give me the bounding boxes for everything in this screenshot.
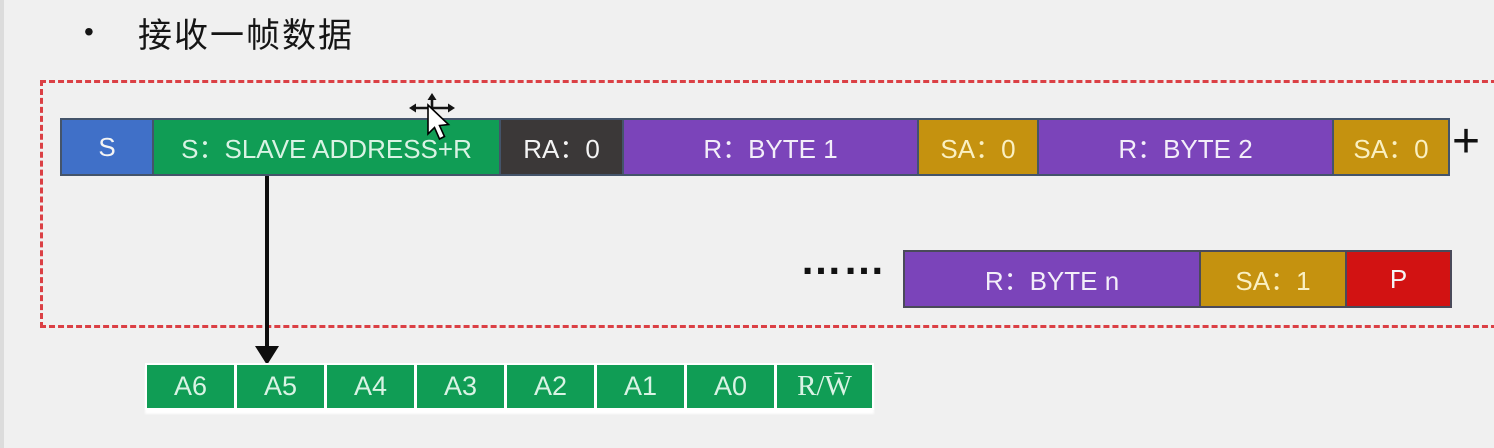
- block-sa-0-first: SA：0: [917, 120, 1037, 174]
- row-continuation-plus: +: [1452, 115, 1481, 168]
- breakdown-arrow-line: [265, 176, 269, 348]
- bit-a3: A3: [417, 365, 504, 408]
- page-title: 接收一帧数据: [138, 17, 354, 55]
- breakdown-arrow-head: [255, 346, 279, 365]
- address-bit-row: A6 A5 A4 A3 A2 A1 A0 R/W̄: [145, 363, 874, 410]
- bit-rw: R/W̄: [777, 365, 872, 408]
- block-start-condition: S: [62, 120, 152, 174]
- frame-row-1: S S：SLAVE ADDRESS+R RA：0 R：BYTE 1 SA：0 R…: [60, 118, 1450, 176]
- block-sa-1: SA：1: [1199, 252, 1345, 306]
- frame-row-2: R：BYTE n SA：1 P: [903, 250, 1452, 308]
- bit-a1: A1: [597, 365, 684, 408]
- block-ra-0: RA：0: [499, 120, 622, 174]
- block-stop-condition: P: [1345, 252, 1450, 306]
- bit-a5: A5: [237, 365, 324, 408]
- title-bullet: •: [84, 16, 94, 47]
- bit-a0: A0: [687, 365, 774, 408]
- block-r-byte-n: R：BYTE n: [905, 252, 1199, 306]
- block-sa-0-second: SA：0: [1332, 120, 1448, 174]
- block-r-byte-2: R：BYTE 2: [1037, 120, 1332, 174]
- bit-a6: A6: [147, 365, 234, 408]
- frame-highlight-box: [40, 80, 1494, 328]
- pointer-arrow-icon: [427, 103, 451, 141]
- frame-ellipsis: ……: [800, 236, 886, 283]
- block-r-byte-1: R：BYTE 1: [622, 120, 917, 174]
- bit-a2: A2: [507, 365, 594, 408]
- bit-a4: A4: [327, 365, 414, 408]
- screen-left-edge: [0, 0, 4, 448]
- move-cursor-icon: [409, 93, 455, 141]
